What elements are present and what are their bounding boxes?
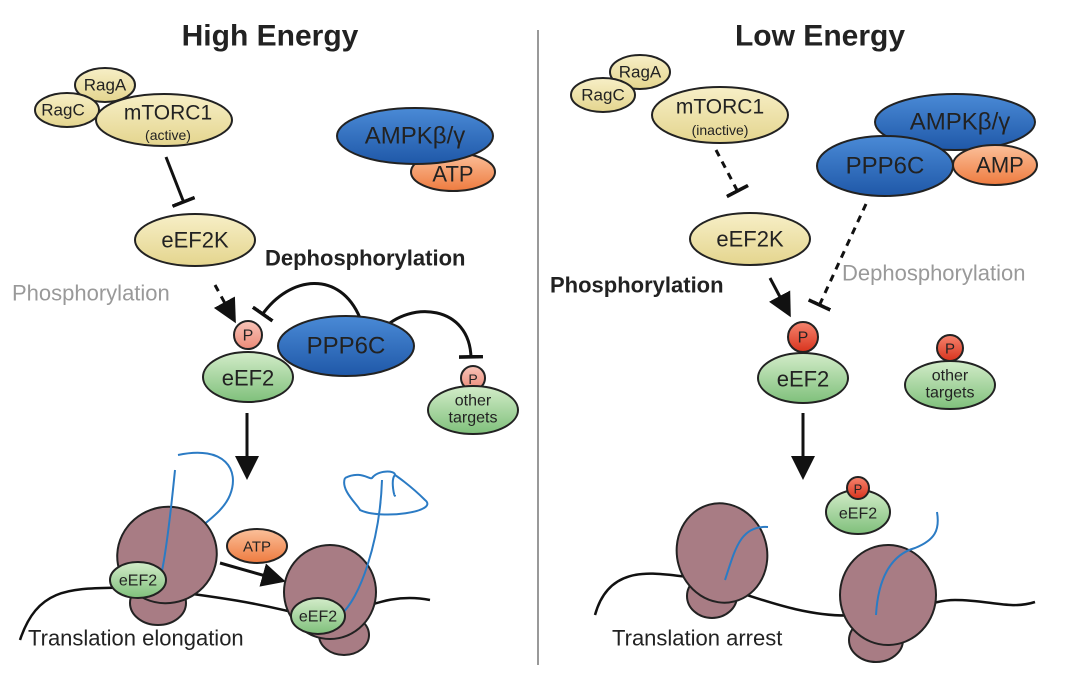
dephosphorylation-label: Dephosphorylation xyxy=(842,261,1025,286)
ribosome-eef2-label: eEF2 xyxy=(119,573,157,590)
ribosome-large-subunit xyxy=(675,502,769,604)
folded-peptide xyxy=(343,470,429,516)
peptide-chain xyxy=(875,511,939,616)
other-targets-label: targets xyxy=(926,385,975,402)
phosphorylation-label: Phosphorylation xyxy=(550,273,724,298)
ragc-node xyxy=(34,92,100,128)
phosphate-label: P xyxy=(243,328,254,345)
ribosome-large-subunit xyxy=(116,505,218,605)
inhibition-line xyxy=(714,149,749,199)
ribosome-eef2-node xyxy=(109,561,167,599)
mtorc1-node xyxy=(95,93,233,147)
panel-title: High Energy xyxy=(182,20,359,53)
eef2k-label: eEF2K xyxy=(161,228,229,253)
mtorc1-state: (active) xyxy=(145,127,191,143)
ampk-label: AMPKβ/γ xyxy=(910,109,1011,136)
free-eef2-label: eEF2 xyxy=(839,506,877,523)
ampk-node xyxy=(874,93,1036,151)
atp-small-node xyxy=(226,528,288,564)
phosphorylation-arrow xyxy=(768,277,791,318)
ppp6c-node xyxy=(816,135,954,197)
ampk-label: AMPKβ/γ xyxy=(365,123,466,150)
other-targets-label: other xyxy=(932,368,969,385)
raga-node xyxy=(609,54,671,90)
caption: Translation elongation xyxy=(28,626,244,651)
ampk-node xyxy=(336,107,494,165)
free-phosphate-label: P xyxy=(854,482,863,497)
other-targets-node xyxy=(904,360,996,410)
amp-label: AMP xyxy=(976,153,1024,178)
phosphate-node xyxy=(233,320,263,350)
atp-label: ATP xyxy=(432,162,473,187)
eef2-node xyxy=(202,351,294,403)
phosphorylation-arrow xyxy=(213,284,236,324)
raga-label: RagA xyxy=(619,63,662,82)
other-phosphate-label: P xyxy=(468,371,477,387)
other-targets-label: targets xyxy=(449,410,498,427)
other-phosphate-label: P xyxy=(945,341,955,358)
phosphate-label: P xyxy=(798,330,809,347)
high-energy-panel: High Energy RagA RagC mTORC1 (active) AT… xyxy=(12,20,519,656)
ppp6c-label: PPP6C xyxy=(846,153,925,180)
eef2k-label: eEF2K xyxy=(716,227,784,252)
raga-label: RagA xyxy=(84,76,127,95)
eef2k-node xyxy=(689,212,811,266)
ragc-label: RagC xyxy=(581,86,624,105)
low-energy-panel: Low Energy RagA RagC mTORC1 (inactive) A… xyxy=(550,20,1038,663)
dephosphorylation-line xyxy=(807,203,868,312)
inhibition-line xyxy=(164,156,196,208)
raga-node xyxy=(74,67,136,103)
ribosome-large-subunit xyxy=(839,544,937,646)
dephosphorylation-arc xyxy=(251,282,362,323)
other-targets-node xyxy=(427,385,519,435)
phosphate-node xyxy=(787,321,819,353)
mtorc1-label: mTORC1 xyxy=(676,96,764,119)
dephosphorylation-label: Dephosphorylation xyxy=(265,246,465,271)
eef2k-node xyxy=(134,213,256,267)
free-phosphate-node xyxy=(846,476,870,500)
mrna-strand xyxy=(593,572,1036,618)
elongation-arrow xyxy=(219,561,286,587)
ppp6c-label: PPP6C xyxy=(307,333,386,360)
ragc-label: RagC xyxy=(41,101,84,120)
peptide-chain xyxy=(724,525,769,581)
panel-title: Low Energy xyxy=(735,20,905,53)
mtorc1-label: mTORC1 xyxy=(124,102,212,125)
caption: Translation arrest xyxy=(612,626,782,651)
phosphorylation-label: Phosphorylation xyxy=(12,281,170,306)
eef2-label: eEF2 xyxy=(222,366,275,391)
mtorc1-state: (inactive) xyxy=(692,122,749,138)
mtorc1-node xyxy=(651,86,789,144)
ppp6c-node xyxy=(277,315,415,377)
ribosome-eef2-label: eEF2 xyxy=(299,609,337,626)
ribosome-eef2-node xyxy=(290,597,346,635)
other-targets-arc xyxy=(380,310,484,359)
peptide-chain xyxy=(339,479,383,616)
eef2-label: eEF2 xyxy=(777,367,830,392)
other-targets-label: other xyxy=(455,393,492,410)
ragc-node xyxy=(570,77,636,113)
atp-small-label: ATP xyxy=(243,539,271,556)
